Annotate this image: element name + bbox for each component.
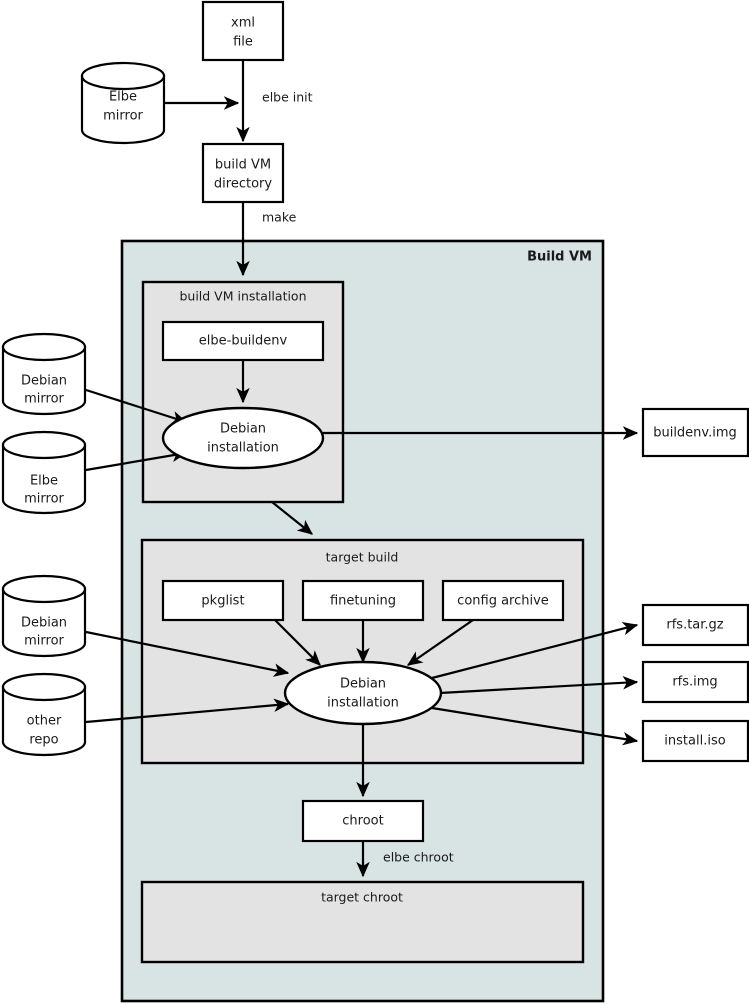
edge-build-vm-installation-to-target-build	[271, 501, 313, 535]
node-elbe-mirror-top[interactable]: Elbe mirror	[80, 61, 166, 145]
node-debian-mirror-lower-label-line1: Debian	[21, 616, 67, 631]
node-finetuning[interactable]	[301, 579, 425, 622]
node-xml-file-label-line2: file	[233, 35, 253, 50]
node-elbe-mirror-lower[interactable]: Elbe mirror	[1, 430, 87, 515]
node-finetuning-label: finetuning	[330, 594, 396, 609]
edge-pkglist-to-debian-installation-target	[274, 619, 321, 666]
node-rfs-img-label: rfs.img	[672, 675, 717, 690]
container-build-vm-installation-label: build VM installation	[179, 289, 306, 304]
node-elbe-mirror-lower-label-line1: Elbe	[30, 474, 58, 489]
node-elbe-buildenv-label: elbe-buildenv	[199, 334, 288, 349]
edge-debian-installation-target-to-rfs-tar-gz	[431, 621, 639, 680]
edge-other-repo-to-debian-installation-target	[85, 698, 290, 724]
node-xml-file[interactable]	[201, 0, 285, 62]
node-debian-mirror-upper[interactable]: Debian mirror	[1, 332, 87, 416]
edge-debian-mirror-to-debian-installation-target	[85, 630, 290, 677]
edge-config-archive-to-debian-installation-target	[406, 619, 474, 666]
node-config-archive[interactable]	[441, 579, 565, 622]
edge-debian-mirror-to-debian-installation-buildvm	[85, 388, 188, 425]
node-debian-installation-buildvm-label-line1: Debian	[220, 422, 266, 437]
node-rfs-tar-gz[interactable]	[641, 603, 749, 647]
node-pkglist[interactable]	[161, 579, 285, 622]
node-install-iso[interactable]	[641, 719, 749, 763]
node-debian-installation-target-label-line1: Debian	[340, 677, 386, 692]
node-debian-mirror-lower-label-line2: mirror	[24, 634, 64, 649]
container-build-vm-label: Build VM	[527, 250, 592, 265]
container-target-chroot	[140, 880, 585, 964]
node-debian-installation-target[interactable]: Debian installation	[283, 660, 443, 726]
node-xml-file-label-line1: xml	[231, 16, 255, 31]
node-elbe-mirror-lower-label-line2: mirror	[24, 492, 64, 507]
edge-debian-installation-target-to-rfs-img	[439, 676, 639, 695]
node-debian-installation-target-label-line2: installation	[327, 696, 399, 711]
node-other-repo-label-line2: repo	[29, 733, 58, 748]
node-build-vm-directory-label-line2: directory	[214, 177, 272, 192]
edge-label-elbe-init: elbe init	[262, 90, 313, 105]
node-other-repo[interactable]: other repo	[1, 672, 87, 757]
node-config-archive-label: config archive	[457, 594, 549, 609]
node-chroot-label: chroot	[342, 814, 383, 829]
node-build-vm-directory-label-line1: build VM	[215, 158, 271, 173]
edge-label-elbe-chroot: elbe chroot	[383, 850, 454, 865]
node-debian-installation-buildvm-label-line2: installation	[207, 441, 279, 456]
node-elbe-mirror-top-label-line1: Elbe	[109, 90, 137, 105]
edge-debian-installation-target-to-install-iso	[431, 706, 639, 746]
node-debian-mirror-upper-label-line1: Debian	[21, 374, 67, 389]
container-target-chroot-label: target chroot	[321, 890, 403, 905]
node-debian-mirror-lower[interactable]: Debian mirror	[1, 574, 87, 658]
node-chroot[interactable]	[301, 799, 425, 843]
node-rfs-tar-gz-label: rfs.tar.gz	[666, 618, 723, 633]
node-debian-mirror-upper-label-line2: mirror	[24, 392, 64, 407]
node-buildenv-img[interactable]	[641, 407, 749, 458]
node-install-iso-label: install.iso	[664, 734, 725, 749]
edge-label-make: make	[262, 210, 297, 225]
edge-elbe-mirror-to-debian-installation-buildvm	[85, 448, 188, 472]
node-elbe-mirror-top-label-line2: mirror	[103, 109, 143, 124]
node-rfs-img[interactable]	[641, 660, 749, 704]
node-elbe-buildenv[interactable]	[161, 320, 325, 362]
node-debian-installation-buildvm[interactable]: Debian installation	[161, 406, 325, 470]
node-other-repo-label-line1: other	[27, 714, 62, 729]
node-pkglist-label: pkglist	[201, 594, 244, 609]
container-target-build-label: target build	[326, 550, 399, 565]
node-build-vm-directory[interactable]	[201, 142, 285, 204]
node-buildenv-img-label: buildenv.img	[653, 426, 737, 441]
